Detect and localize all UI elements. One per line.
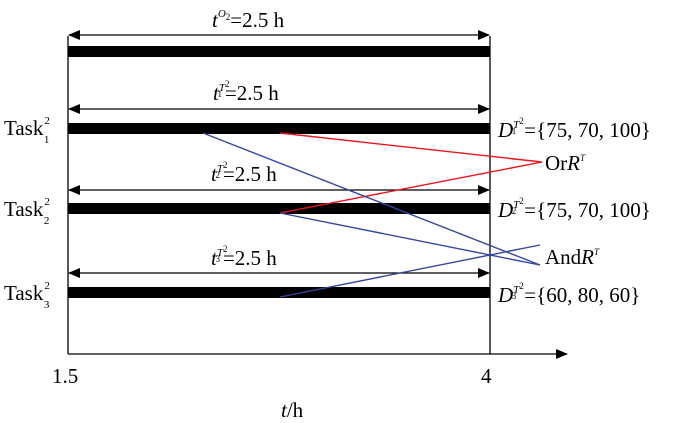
task-3-bar <box>68 287 490 298</box>
task-2-bar <box>68 203 490 214</box>
x-axis-label: t/h <box>281 398 304 422</box>
and-relation-label: AndRT <box>545 245 600 269</box>
and-line-task-3 <box>279 244 541 298</box>
task-1-bar <box>68 123 490 134</box>
top-bar <box>68 46 490 57</box>
tick-label-start: 1.5 <box>52 364 78 388</box>
or-relation-lines <box>279 132 543 214</box>
or-line-task-2 <box>279 161 543 214</box>
tick-label-end: 4 <box>481 364 492 388</box>
top-duration-label: tO2=2.5 h <box>212 8 285 32</box>
and-relation-lines <box>202 132 541 298</box>
and-line-task-2 <box>279 212 541 266</box>
or-relation-label: OrRT <box>545 151 586 175</box>
or-line-task-1 <box>279 132 543 163</box>
and-line-task-1 <box>202 132 541 266</box>
